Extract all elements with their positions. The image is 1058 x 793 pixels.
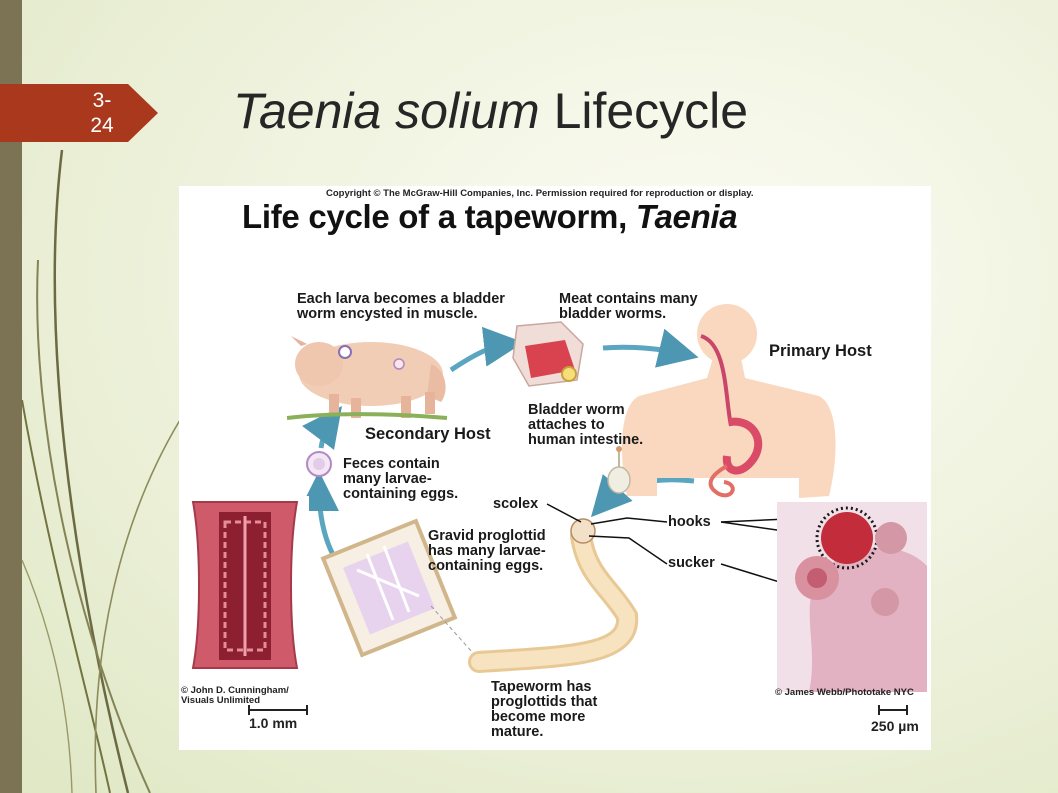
label-secondary-host: Secondary Host bbox=[365, 425, 491, 443]
label-bladder-attach: Bladder worm attaches to human intestine… bbox=[528, 402, 644, 448]
label-meat: Meat contains many bladder worms. bbox=[559, 291, 698, 322]
label-scolex: scolex bbox=[493, 496, 539, 512]
copyright-notice: Copyright © The McGraw-Hill Companies, I… bbox=[326, 188, 754, 199]
slide-number: 3- 24 bbox=[90, 89, 114, 137]
label-primary-host: Primary Host bbox=[769, 342, 872, 360]
arrow-pig-to-meat bbox=[449, 326, 524, 373]
scolex-head bbox=[570, 518, 596, 544]
figure-title-italic: Taenia bbox=[635, 198, 738, 235]
slide-title-rest: Lifecycle bbox=[539, 83, 749, 139]
label-hooks: hooks bbox=[668, 514, 711, 530]
pig-illustration bbox=[286, 336, 448, 420]
figure-title: Life cycle of a tapeworm, Taenia bbox=[242, 198, 738, 236]
arrow-egg-to-pig bbox=[302, 405, 342, 450]
slide-title: Taenia solium Lifecycle bbox=[233, 82, 748, 140]
scale-left: 1.0 mm bbox=[249, 715, 298, 731]
label-sucker: sucker bbox=[668, 555, 715, 571]
slide-title-italic: Taenia solium bbox=[233, 83, 540, 139]
meat-illustration bbox=[512, 321, 584, 387]
lifecycle-figure: Copyright © The McGraw-Hill Companies, I… bbox=[179, 186, 931, 750]
gravid-proglottid bbox=[320, 518, 458, 658]
label-gravid-proglottid: Gravid proglottid has many larvae- conta… bbox=[428, 528, 546, 574]
label-feces: Feces contain many larvae- containing eg… bbox=[343, 456, 459, 502]
right-micrograph bbox=[777, 502, 927, 692]
human-illustration bbox=[622, 304, 836, 498]
slide-number-tag bbox=[0, 84, 158, 142]
arrow-meat-to-human bbox=[602, 328, 699, 368]
label-larva: Each larva becomes a bladder worm encyst… bbox=[297, 291, 505, 322]
credit-left: © John D. Cunningham/ Visuals Unlimited bbox=[181, 685, 289, 706]
left-accent-bar bbox=[0, 0, 22, 793]
figure-title-main: Life cycle of a tapeworm, bbox=[242, 198, 636, 235]
left-micrograph bbox=[179, 496, 309, 670]
lifecycle-illustration bbox=[179, 304, 927, 715]
credit-right: © James Webb/Phototake NYC bbox=[775, 687, 914, 698]
label-tapeworm: Tapeworm has proglottids that become mor… bbox=[491, 679, 598, 740]
scale-right: 250 µm bbox=[871, 718, 919, 734]
